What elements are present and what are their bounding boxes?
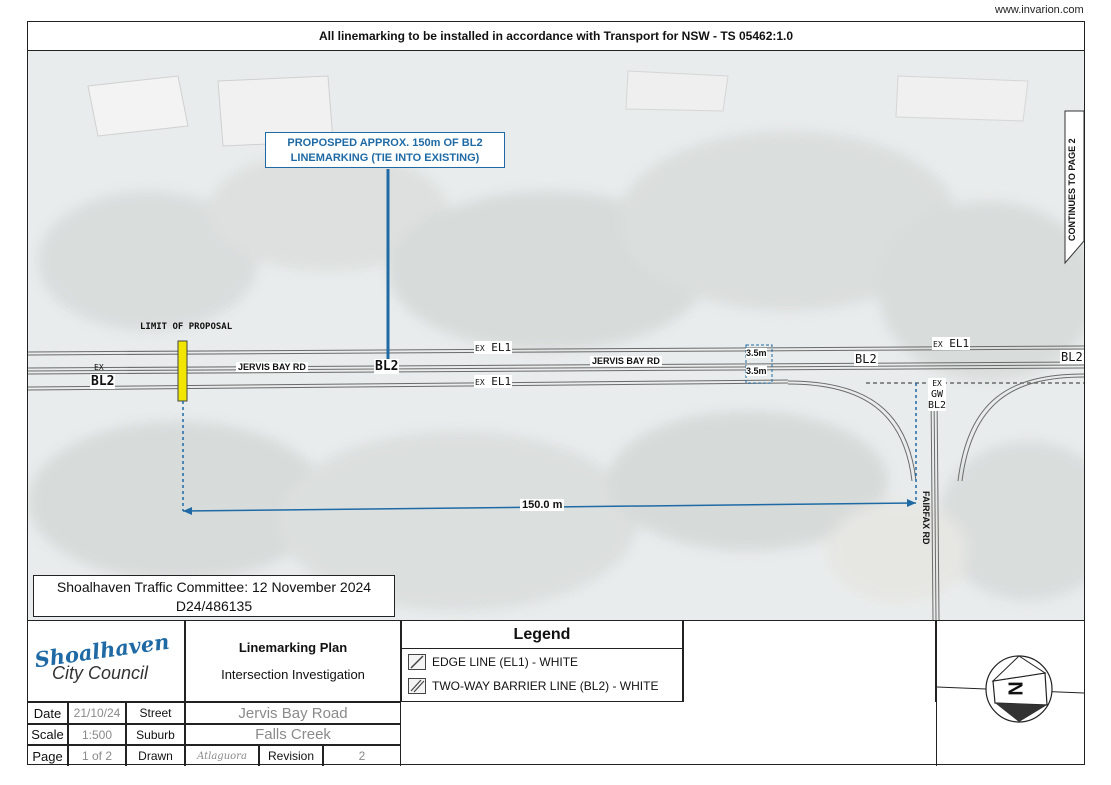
legend-title: Legend xyxy=(402,621,682,649)
date-value: 21/10/24 xyxy=(68,702,126,724)
plan-title-cell: Linemarking Plan Intersection Investigat… xyxy=(185,621,401,702)
drawing-frame xyxy=(27,21,1085,765)
site-url[interactable]: www.invarion.com xyxy=(995,4,1084,16)
road-label-jervis-1: JERVIS BAY RD xyxy=(236,362,308,372)
legend-item-el1: EDGE LINE (EL1) - WHITE xyxy=(408,654,578,670)
road-label-jervis-2: JERVIS BAY RD xyxy=(590,356,662,366)
lane-width-bottom: 3.5m xyxy=(746,366,767,376)
logo-line-2: City Council xyxy=(52,663,149,683)
street-value: Jervis Bay Road xyxy=(185,702,401,724)
scale-label: Scale xyxy=(28,724,68,745)
proposal-callout: PROPOSPED APPROX. 150m OF BL2 LINEMARKIN… xyxy=(265,132,505,168)
label-bl2-callout: BL2 xyxy=(374,359,400,374)
page-label: Page xyxy=(28,745,68,766)
drawn-signature: Atlaguora xyxy=(185,745,259,766)
label-bl2-left: BL2 xyxy=(90,374,116,389)
drawn-label: Drawn xyxy=(126,745,185,766)
lane-width-box xyxy=(745,344,773,384)
jervis-bay-road xyxy=(28,345,1084,391)
council-logo: Shoalhaven City Council xyxy=(28,621,185,702)
plan-subtitle: Intersection Investigation xyxy=(221,667,365,682)
street-label: Street xyxy=(126,702,185,724)
label-ex-left: EX xyxy=(94,363,104,372)
suburb-label: Suburb xyxy=(126,724,185,745)
blank-cell xyxy=(683,621,936,702)
north-arrow-icon xyxy=(937,655,1084,723)
callout-line-2: LINEMARKING (TIE INTO EXISTING) xyxy=(290,152,480,164)
edge-line-swatch xyxy=(408,654,426,670)
committee-line-1: Shoalhaven Traffic Committee: 12 Novembe… xyxy=(56,579,372,595)
dimension-label: 150.0 m xyxy=(520,499,565,511)
committee-stamp: Shoalhaven Traffic Committee: 12 Novembe… xyxy=(33,575,395,617)
label-ex-gw-bl2: EX GW BL2 xyxy=(928,378,947,411)
plan-title: Linemarking Plan xyxy=(238,640,348,655)
page-value: 1 of 2 xyxy=(68,745,126,766)
north-arrow-cell: N xyxy=(936,621,1084,766)
suburb-value: Falls Creek xyxy=(185,724,401,745)
limit-of-proposal-label: LIMIT OF PROPOSAL xyxy=(140,322,233,332)
aerial-map: PROPOSPED APPROX. 150m OF BL2 LINEMARKIN… xyxy=(28,51,1084,620)
label-bl2-right: BL2 xyxy=(1060,350,1084,364)
revision-label: Revision xyxy=(259,745,323,766)
label-ex-el1-right: EX EL1 xyxy=(932,337,971,350)
buildings xyxy=(87,70,1029,147)
drawing-title: All linemarking to be installed in accor… xyxy=(28,22,1084,51)
label-ex-el1-bottom: EX EL1 xyxy=(474,375,513,388)
continues-arrow xyxy=(1064,110,1084,265)
legend-item-bl2: TWO-WAY BARRIER LINE (BL2) - WHITE xyxy=(408,678,658,694)
committee-line-2: D24/486135 xyxy=(175,598,253,614)
revision-value: 2 xyxy=(323,745,401,766)
lane-width-top: 3.5m xyxy=(746,348,767,358)
callout-line-1: PROPOSPED APPROX. 150m OF BL2 xyxy=(287,137,483,149)
date-label: Date xyxy=(28,702,68,724)
label-bl2-middle: BL2 xyxy=(854,352,878,366)
barrier-line-swatch xyxy=(408,678,426,694)
title-block: Shoalhaven City Council Linemarking Plan… xyxy=(28,620,1084,766)
label-ex-el1-top: EX EL1 xyxy=(474,341,513,354)
fairfax-road xyxy=(787,373,1084,620)
legend-box: Legend EDGE LINE (EL1) - WHITE TWO-WAY B… xyxy=(401,621,683,702)
scale-value: 1:500 xyxy=(68,724,126,745)
